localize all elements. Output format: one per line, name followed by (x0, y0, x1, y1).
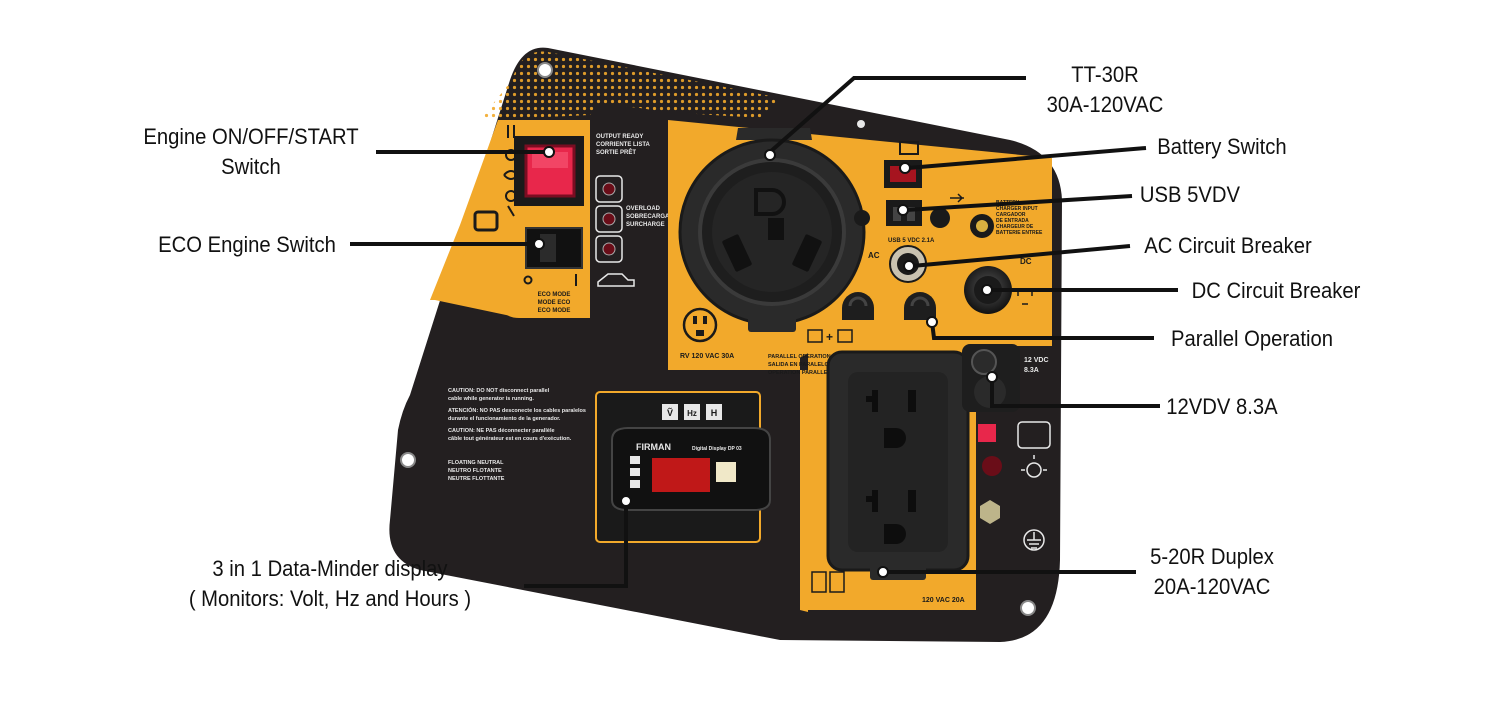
gfci-icons (811, 571, 845, 593)
parallel-port-left (842, 292, 874, 320)
callout-usb-line-1: USB 5VDV (1139, 182, 1241, 207)
callout-tt30r: TT-30R 30A-120VAC (1027, 60, 1183, 120)
overload-label-1: OVERLOAD (626, 206, 661, 212)
battery-charger-label-2: CHARGER INPUT (996, 206, 1038, 212)
callout-parallel-line-1: Parallel Operation (1170, 326, 1334, 351)
callout-dc-breaker-line-1: DC Circuit Breaker (1191, 278, 1361, 303)
oil-icon (597, 273, 635, 287)
callout-tt30r-line-1: TT-30R (1071, 62, 1139, 87)
callout-display-line-2: ( Monitors: Volt, Hz and Hours ) (188, 586, 472, 611)
battery-charger-label-5: CHARGEUR DE (996, 224, 1034, 230)
callout-ac-breaker: AC Circuit Breaker (1138, 231, 1318, 261)
parallel-op-label-2: SALIDA EN PARALELO (768, 362, 830, 368)
callout-lines (350, 76, 1178, 588)
parallel-icon: + (807, 329, 853, 344)
caution-3-line-2: câble tout générateur est en cours d'exé… (448, 436, 572, 442)
floating-neutral-3: NEUTRE FLOTTANTE (448, 476, 505, 482)
callout-battery-switch: Battery Switch (1150, 132, 1294, 162)
callout-display: 3 in 1 Data-Minder display ( Monitors: V… (174, 554, 487, 614)
rv-outlet-icon (682, 307, 718, 343)
caution-3-line-1: CAUTION: NE PAS déconnecter parallèle (448, 428, 555, 434)
battery-charger-label-6: BATTERIE ENTREE (996, 230, 1043, 236)
touch-icon (1017, 421, 1051, 449)
eco-mode-label-1: ECO MODE (538, 292, 571, 298)
callout-dc12: 12VDV 8.3A (1165, 392, 1279, 422)
floating-neutral-2: NEUTRO FLOTANTE (448, 468, 502, 474)
parallel-op-label-3: OPERATION PARALLELE (768, 370, 835, 376)
floating-neutral-1: FLOATING NEUTRAL (448, 460, 504, 466)
dc12-label-2: 8.3A (1024, 367, 1039, 374)
display-side-buttons (630, 456, 640, 488)
display-light-sensor (716, 462, 736, 482)
callout-display-line-1: 3 in 1 Data-Minder display (212, 556, 448, 581)
display-hours-button: H (711, 408, 718, 418)
caution-1-line-2: cable while generator is running. (448, 396, 534, 402)
rv-outlet-label: RV 120 VAC 30A (680, 353, 734, 360)
caution-2-line-1: ATENCIÓN: NO PAS desconecte los cables p… (448, 406, 586, 414)
overload-label-3: SURCHARGE (626, 222, 665, 228)
parallel-port-right (904, 292, 936, 320)
indicator-light-red (982, 456, 1002, 476)
ac-mark: AC (868, 251, 880, 260)
battery-charger-label-3: CARGADOR (996, 212, 1026, 218)
display-screen (652, 458, 710, 492)
callout-engine-switch-line-2: Switch (221, 154, 281, 179)
panel-dot-pattern (480, 51, 780, 120)
callout-dc12-line-1: 12VDV 8.3A (1166, 394, 1278, 419)
overload-label-2: SOBRECARGA (626, 214, 670, 220)
callout-tt30r-line-2: 30A-120VAC (1046, 92, 1164, 117)
ground-icon (1023, 529, 1045, 551)
output-ready-label-2: CORRIENTE LISTA (596, 142, 651, 148)
duplex-outlet-slots (866, 390, 916, 544)
usb-symbol-icon (950, 193, 964, 203)
svg-text:+: + (826, 330, 833, 344)
indicator-lights (595, 175, 623, 263)
duplex-outlet-label: 120 VAC 20A (922, 597, 965, 604)
caution-2-line-2: durante el funcionamiento de la generado… (448, 416, 561, 422)
display-hz-button: Hz (687, 409, 697, 418)
dc12-label-1: 12 VDC (1024, 357, 1049, 364)
display-model-label: Digital Display DP 03 (692, 446, 742, 452)
usb-port-label: USB 5 VDC 2.1A (888, 238, 935, 244)
callout-eco-switch-line-1: ECO Engine Switch (158, 232, 336, 257)
callout-ac-breaker-line-1: AC Circuit Breaker (1144, 233, 1312, 258)
callout-eco-switch: ECO Engine Switch (154, 230, 340, 260)
dc-mark: DC (1020, 257, 1032, 266)
callout-duplex-line-2: 20A-120VAC (1153, 574, 1271, 599)
ground-terminal (980, 500, 1000, 524)
output-ready-label-3: SORTIE PRÊT (596, 148, 636, 156)
callout-battery-switch-line-1: Battery Switch (1157, 134, 1287, 159)
callout-duplex: 5-20R Duplex 20A-120VAC (1138, 542, 1285, 602)
eco-mode-label-2: MODE ECO (538, 300, 571, 306)
callout-engine-switch-line-1: Engine ON/OFF/START (143, 124, 359, 149)
output-ready-label-1: OUTPUT READY (596, 134, 643, 140)
parallel-op-label-1: PARALLEL OPERATION (768, 354, 831, 360)
light-bulb-icon (1021, 455, 1047, 478)
callout-parallel: Parallel Operation (1162, 324, 1342, 354)
battery-charger-label-4: DE ENTRADA (996, 218, 1029, 224)
eco-icon (473, 210, 499, 232)
callout-duplex-line-1: 5-20R Duplex (1150, 544, 1274, 569)
battery-icon (899, 141, 919, 155)
display-volt-button: Ṽ (667, 408, 673, 418)
display-mode-buttons (662, 404, 722, 420)
firman-brand: FIRMAN (636, 442, 671, 452)
caution-1-line-1: CAUTION: DO NOT disconnect parallel (448, 388, 550, 394)
callout-usb: USB 5VDV (1138, 180, 1241, 210)
callout-engine-switch: Engine ON/OFF/START Switch (142, 122, 361, 182)
callout-dc-breaker: DC Circuit Breaker (1186, 276, 1366, 306)
mount-holes (400, 62, 1036, 616)
eco-mode-label-3: ECO MODE (538, 308, 571, 314)
tt30r-cover-latch (748, 312, 796, 332)
tt30r-cover-hinge (736, 128, 812, 140)
